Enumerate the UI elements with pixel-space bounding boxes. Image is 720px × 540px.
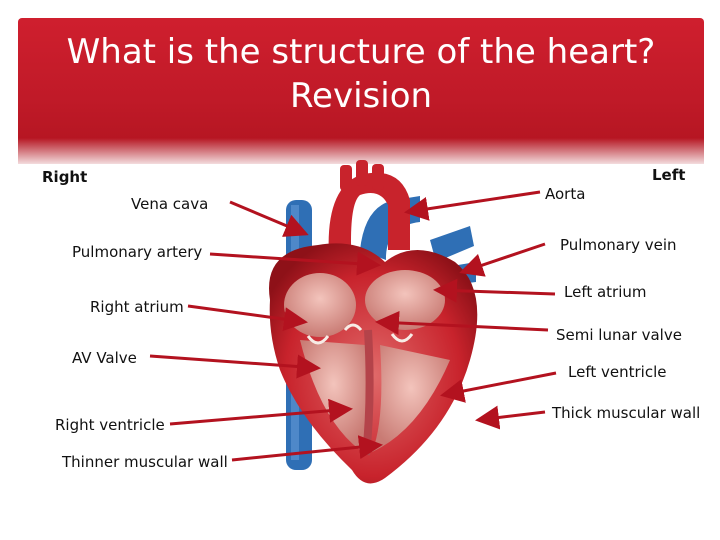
arrow-thick-wall bbox=[475, 405, 546, 430]
arrow-right-atrium bbox=[187, 304, 308, 332]
label-semi-lunar-valve: Semi lunar valve bbox=[556, 326, 682, 344]
arrow-right-ventricle bbox=[169, 398, 353, 426]
label-thinner-muscular-wall: Thinner muscular wall bbox=[62, 453, 228, 471]
label-right-atrium: Right atrium bbox=[90, 298, 184, 316]
arrow-av-valve bbox=[149, 354, 321, 379]
arrows-right bbox=[375, 190, 557, 430]
title-line-1: What is the structure of the heart? bbox=[66, 32, 656, 72]
label-pulmonary-artery: Pulmonary artery bbox=[72, 243, 203, 261]
banner-sheen bbox=[18, 138, 704, 164]
arrow-semi-lunar-valve bbox=[375, 311, 549, 335]
arrow-left-ventricle bbox=[440, 371, 557, 403]
label-left-atrium: Left atrium bbox=[564, 283, 647, 301]
arrow-vena-cava bbox=[229, 200, 309, 237]
arrow-aorta bbox=[404, 190, 541, 221]
label-thick-muscular-wall: Thick muscular wall bbox=[552, 404, 701, 422]
title-banner bbox=[18, 18, 704, 164]
side-label-right: Right bbox=[42, 168, 88, 186]
label-vena-cava: Vena cava bbox=[131, 195, 209, 213]
arrows-left bbox=[149, 200, 383, 462]
label-av-valve: AV Valve bbox=[72, 349, 137, 367]
label-aorta: Aorta bbox=[545, 185, 586, 203]
arrow-left-atrium bbox=[433, 278, 556, 303]
label-left-ventricle: Left ventricle bbox=[568, 363, 667, 381]
arrow-thinner-wall bbox=[231, 435, 383, 462]
page-title: What is the structure of the heart? Revi… bbox=[18, 30, 704, 118]
arrow-pulmonary-artery bbox=[209, 251, 381, 276]
arrow-pulmonary-vein bbox=[459, 242, 546, 277]
title-line-2: Revision bbox=[289, 76, 433, 116]
side-label-left: Left bbox=[652, 166, 686, 184]
label-pulmonary-vein: Pulmonary vein bbox=[560, 236, 677, 254]
label-right-ventricle: Right ventricle bbox=[55, 416, 165, 434]
